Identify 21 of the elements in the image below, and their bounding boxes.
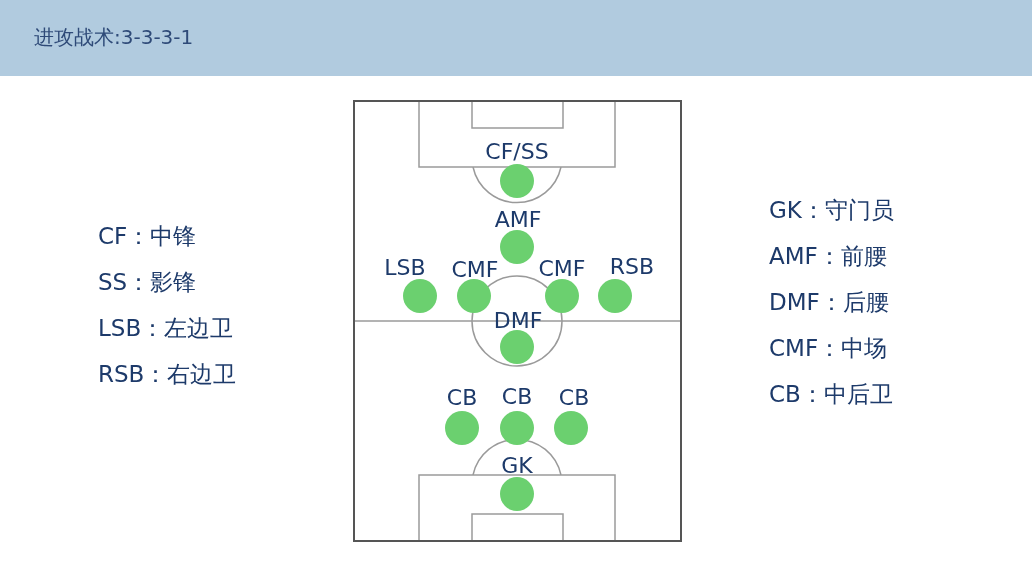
abbreviation-note: CF：中锋 — [98, 222, 197, 250]
position-label: AMF — [494, 207, 542, 233]
position-label: CB — [446, 385, 478, 411]
abbreviation-note: AMF：前腰 — [769, 242, 887, 270]
position-label: CF/SS — [485, 139, 549, 165]
abbreviation-note: CMF：中场 — [769, 334, 888, 362]
position-label: RSB — [609, 254, 655, 280]
position-label: DMF — [493, 308, 543, 334]
abbreviation-note: SS：影锋 — [98, 268, 197, 296]
abbreviation-note: DMF：后腰 — [769, 288, 889, 316]
title: 进攻战术:3-3-3-1 — [34, 24, 194, 51]
abbreviation-note: CB：中后卫 — [769, 380, 893, 408]
abbreviation-note: GK：守门员 — [769, 196, 894, 224]
position-label: LSB — [384, 255, 426, 281]
position-label: GK — [501, 453, 533, 479]
abbreviation-note: LSB：左边卫 — [98, 314, 234, 342]
abbreviation-note: RSB：右边卫 — [98, 360, 237, 388]
position-label: CMF — [538, 256, 586, 282]
position-label: CMF — [451, 257, 499, 283]
position-label: CB — [558, 385, 590, 411]
position-label: CB — [501, 384, 533, 410]
